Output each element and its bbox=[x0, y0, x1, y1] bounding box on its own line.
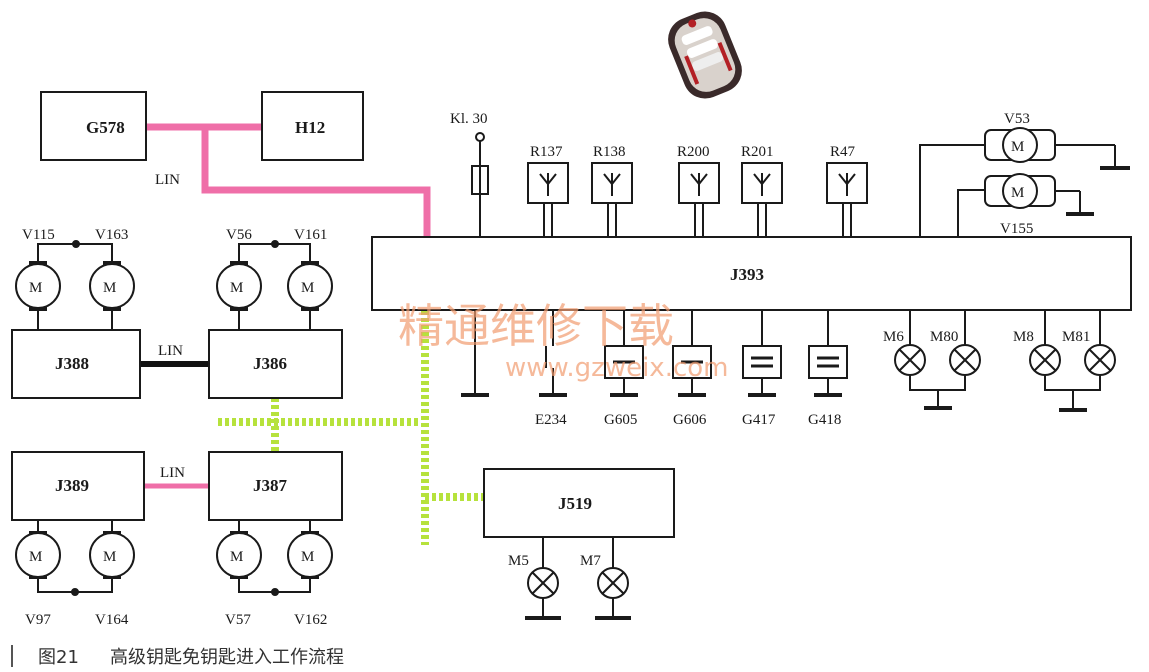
label-r201: R201 bbox=[741, 144, 774, 160]
sensor-g418 bbox=[808, 310, 848, 397]
label-g605: G605 bbox=[604, 412, 637, 428]
label-kl30: Kl. 30 bbox=[450, 111, 488, 127]
motor-pair-j386 bbox=[216, 240, 333, 330]
switch-e234 bbox=[539, 310, 567, 397]
label-v97: V97 bbox=[25, 612, 51, 628]
lamp-m5 bbox=[525, 537, 561, 620]
label-j386: J386 bbox=[253, 354, 287, 373]
label-v57: V57 bbox=[225, 612, 251, 628]
motor-v155 bbox=[957, 173, 1094, 237]
box-h12 bbox=[261, 91, 364, 161]
box-j386 bbox=[208, 329, 343, 399]
label-lin-middle: LIN bbox=[158, 343, 183, 359]
motor-pair-j389 bbox=[15, 520, 135, 596]
label-v163: V163 bbox=[95, 227, 128, 243]
motor-symbol-v155: M bbox=[1011, 185, 1024, 201]
antenna-r47 bbox=[826, 162, 868, 237]
j393-ground-1 bbox=[461, 310, 489, 397]
lamp-m7 bbox=[595, 537, 631, 620]
watermark-url: www.gzweix.com bbox=[505, 353, 729, 383]
car-key-icon bbox=[668, 11, 742, 99]
can-bus bbox=[218, 311, 484, 545]
label-j519: J519 bbox=[558, 494, 592, 513]
box-j387 bbox=[208, 451, 343, 521]
label-g606: G606 bbox=[673, 412, 707, 428]
label-lin-lower: LIN bbox=[160, 465, 185, 481]
label-j387: J387 bbox=[253, 476, 288, 495]
box-j388 bbox=[11, 329, 141, 399]
label-v115: V115 bbox=[22, 227, 55, 243]
sensor-g606 bbox=[672, 310, 712, 397]
label-e234: E234 bbox=[535, 412, 567, 428]
antenna-r200 bbox=[678, 162, 720, 237]
antenna-r137 bbox=[527, 162, 569, 237]
label-v56: V56 bbox=[226, 227, 252, 243]
label-j388: J388 bbox=[55, 354, 89, 373]
label-m80: M80 bbox=[930, 329, 958, 345]
caption-title: 高级钥匙免钥匙进入工作流程 bbox=[110, 647, 344, 668]
motor-symbol-v163: M bbox=[103, 280, 116, 296]
watermark-cn: 精通维修下载 bbox=[398, 299, 674, 353]
motor-symbol-v162: M bbox=[301, 549, 314, 565]
caption-fig: 图21 bbox=[38, 647, 79, 668]
label-v164: V164 bbox=[95, 612, 129, 628]
label-m7: M7 bbox=[580, 553, 601, 569]
label-j389: J389 bbox=[55, 476, 89, 495]
antenna-r138 bbox=[591, 162, 633, 237]
motor-symbol-v97: M bbox=[29, 549, 42, 565]
label-m81: M81 bbox=[1062, 329, 1090, 345]
label-m5: M5 bbox=[508, 553, 529, 569]
label-g578: G578 bbox=[86, 118, 125, 137]
label-r47: R47 bbox=[830, 144, 856, 160]
fuse-kl30 bbox=[471, 132, 489, 237]
lin-bus-top bbox=[146, 123, 431, 237]
box-j519 bbox=[483, 468, 675, 538]
label-g417: G417 bbox=[742, 412, 776, 428]
label-v162: V162 bbox=[294, 612, 327, 628]
label-j393: J393 bbox=[730, 265, 764, 284]
motor-symbol-v56: M bbox=[230, 280, 243, 296]
lamp-group-m8-m81 bbox=[1029, 310, 1116, 412]
label-r137: R137 bbox=[530, 144, 563, 160]
label-g418: G418 bbox=[808, 412, 841, 428]
sensor-g605 bbox=[604, 310, 644, 397]
label-r200: R200 bbox=[677, 144, 710, 160]
motor-symbol-v57: M bbox=[230, 549, 243, 565]
motor-symbol-v115: M bbox=[29, 280, 42, 296]
label-m6: M6 bbox=[883, 329, 904, 345]
motor-symbol-v164: M bbox=[103, 549, 116, 565]
label-v161: V161 bbox=[294, 227, 327, 243]
motor-symbol-v161: M bbox=[301, 280, 314, 296]
motor-pair-j387 bbox=[216, 520, 333, 596]
box-j393 bbox=[371, 236, 1132, 311]
box-j389 bbox=[11, 451, 145, 521]
motor-v53 bbox=[919, 127, 1130, 237]
label-h12: H12 bbox=[295, 118, 325, 137]
lamp-group-m6-m80 bbox=[894, 310, 981, 410]
sensor-g417 bbox=[742, 310, 782, 397]
label-v53: V53 bbox=[1004, 111, 1030, 127]
antenna-r201 bbox=[741, 162, 783, 237]
box-g578 bbox=[40, 91, 147, 161]
label-v155: V155 bbox=[1000, 221, 1033, 237]
motor-symbol-v53: M bbox=[1011, 139, 1024, 155]
label-r138: R138 bbox=[593, 144, 626, 160]
motor-pair-j388 bbox=[15, 240, 135, 330]
label-m8: M8 bbox=[1013, 329, 1034, 345]
label-lin-top: LIN bbox=[155, 172, 180, 188]
